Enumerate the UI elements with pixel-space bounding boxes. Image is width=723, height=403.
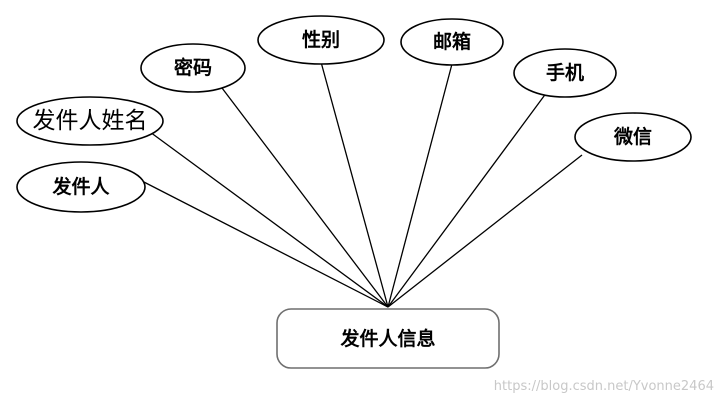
edge-sender — [139, 179, 389, 308]
attribute-password: 密码 — [140, 43, 246, 93]
attribute-sender: 发件人 — [16, 161, 146, 213]
attribute-email-ellipse — [400, 18, 504, 66]
edge-phone — [387, 91, 548, 308]
attribute-sender-name-label: 发件人姓名 — [33, 108, 148, 134]
attribute-gender-ellipse — [257, 15, 385, 65]
connector-lines — [139, 61, 583, 308]
attribute-phone-label: 手机 — [546, 61, 584, 84]
edge-email — [387, 63, 453, 308]
entity-sender-info: 发件人信息 — [276, 308, 500, 369]
attribute-phone-ellipse — [513, 48, 617, 98]
attribute-email: 邮箱 — [400, 18, 504, 66]
attribute-sender-name-ellipse — [16, 96, 164, 146]
attribute-sender-name: 发件人姓名 — [16, 96, 164, 146]
edge-gender — [320, 61, 389, 308]
attribute-phone: 手机 — [513, 48, 617, 98]
attribute-gender: 性别 — [257, 15, 385, 65]
attribute-gender-label: 性别 — [302, 28, 340, 51]
attribute-password-label: 密码 — [174, 56, 212, 79]
attribute-email-label: 邮箱 — [433, 30, 471, 53]
attribute-wechat-label: 微信 — [613, 125, 652, 148]
edge-password — [221, 87, 389, 308]
attribute-sender-label: 发件人 — [51, 175, 110, 198]
attribute-sender-ellipse — [16, 161, 146, 213]
watermark-text: https://blog.csdn.net/Yvonne2464 — [494, 379, 714, 394]
entity-label: 发件人信息 — [339, 327, 435, 350]
edge-sender-name — [149, 131, 389, 308]
attribute-wechat: 微信 — [574, 112, 692, 162]
attribute-wechat-ellipse — [574, 112, 692, 162]
entity-box — [276, 308, 500, 369]
edge-wechat — [387, 154, 583, 308]
attribute-password-ellipse — [140, 43, 246, 93]
